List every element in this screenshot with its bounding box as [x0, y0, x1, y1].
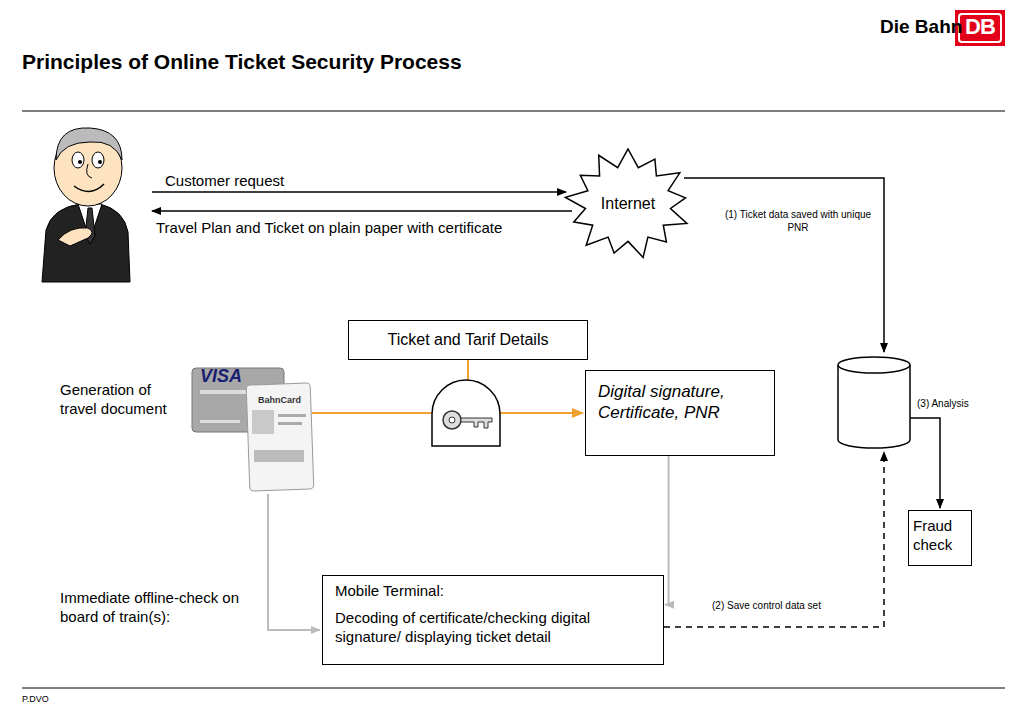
card-line: [278, 414, 306, 417]
bahn-card: [246, 383, 314, 491]
rule-line: [22, 688, 1005, 689]
hair: [56, 128, 122, 160]
card-logo: BahnCard: [258, 395, 301, 405]
card-logo: VISA: [200, 366, 242, 387]
arrow-label: Travel Plan and Ticket on plain paper wi…: [156, 219, 502, 236]
control-data-arrow: [664, 452, 884, 627]
row-label: Generation of travel document: [60, 381, 180, 419]
row-label: Immediate offline-check on board of trai…: [60, 589, 280, 627]
person-figure: [42, 128, 130, 282]
pupil: [98, 160, 102, 164]
box-text: Internet: [601, 194, 655, 214]
callout-label: (2) Save control data set: [712, 600, 821, 611]
key-head: [443, 411, 461, 429]
orange-line: [312, 412, 432, 414]
logo-box: [955, 10, 1005, 46]
starburst-shape: [566, 149, 687, 257]
pupil: [78, 160, 82, 164]
card-name: [200, 420, 240, 423]
terminal-box: Mobile Terminal: Decoding of certificate/…: [322, 575, 664, 665]
box-text: Ticket and Tarif Details: [357, 330, 579, 350]
cylinder-body: [838, 365, 910, 448]
nose: [87, 164, 92, 178]
suit: [42, 204, 130, 282]
box-heading: Mobile Terminal:: [335, 582, 651, 601]
callout-label: (1) Ticket data saved with unique PNR: [716, 209, 880, 234]
card-line: [278, 422, 302, 425]
key-housing: [432, 380, 500, 446]
response-arrow: [152, 210, 572, 212]
connector: [665, 456, 669, 605]
orange-arrow: [500, 412, 583, 414]
arrow-label: Customer request: [165, 172, 284, 189]
request-arrow: [152, 191, 566, 193]
card-photo: [252, 410, 274, 434]
box-text: Fraud check: [913, 517, 967, 555]
card-images: [192, 368, 314, 491]
eye: [92, 152, 104, 168]
box-text: Digital signature, Certificate, PNR: [598, 381, 762, 424]
fraud-check-box: Fraud check: [908, 510, 972, 566]
callout-label: (3) Analysis: [917, 398, 969, 409]
grey-arrow: [268, 494, 320, 630]
orange-line: [467, 360, 469, 382]
process-box: Ticket and Tarif Details: [348, 320, 588, 360]
cylinder-top: [838, 357, 910, 373]
logo-text: Die Bahn: [880, 16, 962, 38]
mouth: [74, 184, 104, 192]
hand: [58, 228, 92, 246]
rule-line: [22, 111, 1005, 112]
box-text: Decoding of certificate/checking digital…: [335, 609, 651, 647]
save-arrow: [684, 178, 884, 352]
key-blade: [461, 418, 492, 428]
signature-box: Digital signature, Certificate, PNR: [585, 370, 775, 456]
eye: [72, 152, 84, 168]
title: Principles of Online Ticket Security Pro…: [22, 50, 462, 74]
analysis-arrow: [910, 418, 940, 508]
key-symbol: [432, 380, 500, 446]
footer-code: P.DVO: [22, 694, 49, 704]
database-cylinder: [838, 357, 910, 448]
card-stripe: [254, 450, 304, 462]
logo-letters: DB: [955, 14, 1005, 40]
internet-starburst: Internet: [564, 148, 692, 260]
key-hole: [449, 417, 455, 423]
